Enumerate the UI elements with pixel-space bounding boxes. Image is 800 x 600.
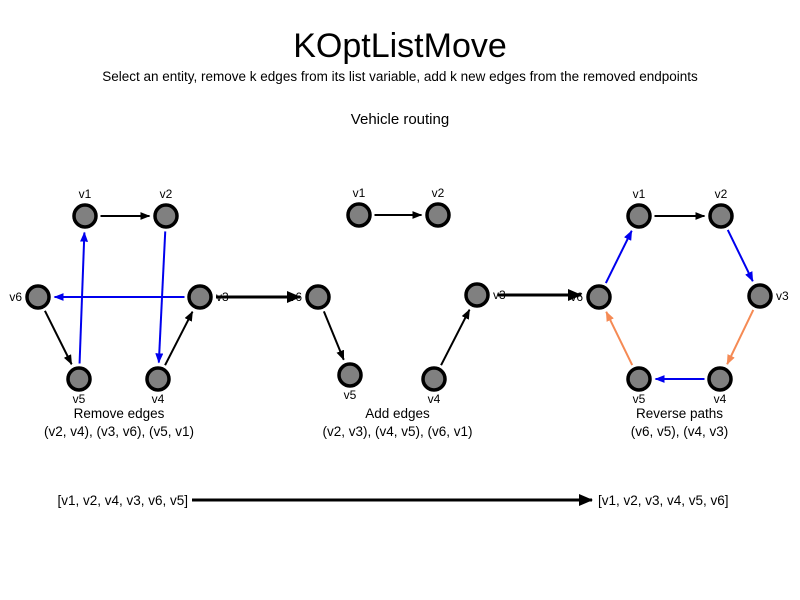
node-v3[interactable]: v3: [747, 283, 789, 309]
page-subtitle: Select an entity, remove k edges from it…: [102, 69, 698, 84]
edge-v4-v3: [440, 308, 471, 366]
edges-layer: [44, 211, 755, 383]
node-circle: [25, 284, 51, 310]
node-label-v2: v2: [432, 186, 445, 200]
node-label-v1: v1: [633, 187, 646, 201]
node-circle: [305, 284, 331, 310]
node-v6[interactable]: v6: [289, 284, 331, 310]
node-v1[interactable]: v1: [72, 187, 98, 229]
node-circle: [153, 203, 179, 229]
node-circle: [425, 202, 451, 228]
panel-captions: Remove edges (v2, v4), (v3, v6), (v5, v1)…: [44, 406, 728, 439]
node-circle: [337, 362, 363, 388]
node-label-v4: v4: [428, 392, 441, 406]
panel-caption-detail: (v2, v3), (v4, v5), (v6, v1): [322, 424, 472, 439]
node-label-v5: v5: [633, 392, 646, 406]
node-label-v6: v6: [570, 290, 583, 304]
node-label-v5: v5: [344, 388, 357, 402]
node-v5[interactable]: v5: [337, 362, 363, 402]
node-v6[interactable]: v6: [570, 284, 612, 310]
edge-v6-v1: [604, 230, 633, 284]
footer-list-transition: [v1, v2, v4, v3, v6, v5] [v1, v2, v3, v4,…: [57, 493, 728, 508]
node-label-v3: v3: [776, 289, 789, 303]
edge-v2-v3: [726, 229, 754, 282]
node-v2[interactable]: v2: [153, 187, 179, 229]
edge-v3-v4: [726, 309, 755, 365]
list-after: [v1, v2, v3, v4, v5, v6]: [598, 493, 729, 508]
node-circle: [708, 203, 734, 229]
node-label-v6: v6: [289, 290, 302, 304]
node-v3[interactable]: v3: [464, 282, 506, 308]
edge-v6-v5: [44, 310, 73, 365]
node-v6[interactable]: v6: [9, 284, 51, 310]
panel-caption-title: Reverse paths: [636, 406, 723, 421]
panel-caption-title: Add edges: [365, 406, 430, 421]
page-title: KOptListMove: [293, 27, 507, 65]
edge-v5-v1: [78, 231, 89, 364]
node-label-v2: v2: [715, 187, 728, 201]
panel-caption-detail: (v6, v5), (v4, v3): [631, 424, 729, 439]
node-v2[interactable]: v2: [708, 187, 734, 229]
node-circle: [346, 202, 372, 228]
edge-v6-v5: [322, 310, 345, 361]
node-circle: [626, 366, 652, 392]
node-label-v4: v4: [714, 392, 727, 406]
nodes-layer: v1 v2 v3 v4 v5 v6 v1 v2 v3 v4 v5 v6 v1 v2 v3 v4 v5 v6: [9, 186, 789, 406]
node-v4[interactable]: v4: [421, 366, 447, 406]
panel-transition-arrows: [216, 289, 582, 303]
node-v5[interactable]: v5: [626, 366, 652, 406]
panel-caption-detail: (v2, v4), (v3, v6), (v5, v1): [44, 424, 194, 439]
node-circle: [66, 366, 92, 392]
node-label-v1: v1: [79, 187, 92, 201]
edge-v5-v6: [605, 311, 634, 366]
node-v1[interactable]: v1: [626, 187, 652, 229]
node-circle: [707, 366, 733, 392]
node-v4[interactable]: v4: [145, 366, 171, 406]
list-before: [v1, v2, v4, v3, v6, v5]: [57, 493, 188, 508]
node-circle: [187, 284, 213, 310]
panel-caption-title: Remove edges: [74, 406, 165, 421]
node-circle: [72, 203, 98, 229]
node-label-v3: v3: [493, 288, 506, 302]
node-v3[interactable]: v3: [187, 284, 229, 310]
node-circle: [747, 283, 773, 309]
node-circle: [145, 366, 171, 392]
node-v5[interactable]: v5: [66, 366, 92, 406]
node-circle: [626, 203, 652, 229]
node-circle: [421, 366, 447, 392]
node-label-v6: v6: [9, 290, 22, 304]
node-v2[interactable]: v2: [425, 186, 451, 228]
node-label-v2: v2: [160, 187, 173, 201]
node-label-v5: v5: [73, 392, 86, 406]
node-circle: [586, 284, 612, 310]
edge-v4-v3: [164, 310, 194, 366]
node-label-v1: v1: [353, 186, 366, 200]
node-label-v3: v3: [216, 290, 229, 304]
node-v1[interactable]: v1: [346, 186, 372, 228]
node-circle: [464, 282, 490, 308]
section-label: Vehicle routing: [350, 111, 450, 128]
node-label-v4: v4: [152, 392, 165, 406]
node-v4[interactable]: v4: [707, 366, 733, 406]
